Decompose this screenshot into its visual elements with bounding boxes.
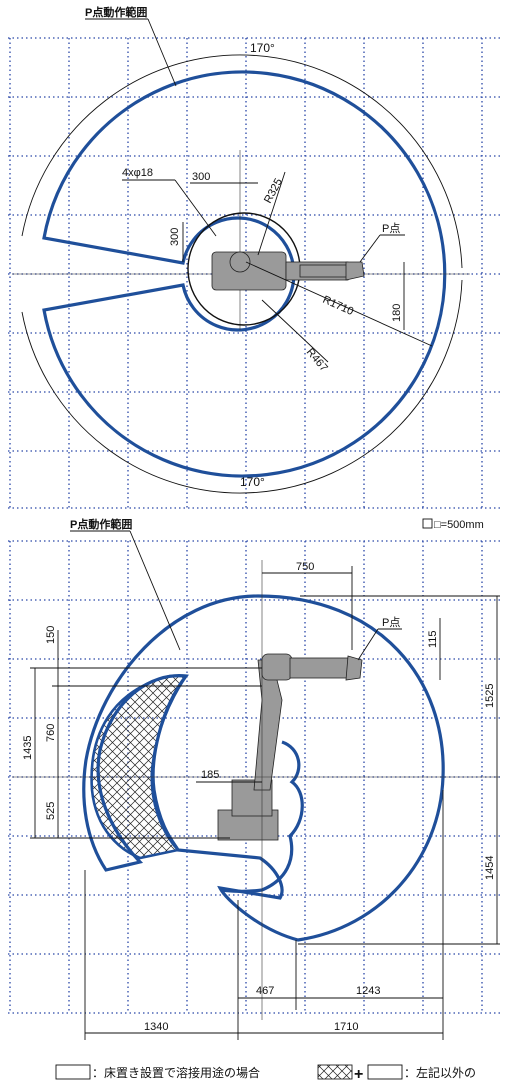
- top-r325-leader: [257, 171, 286, 256]
- scale-note: □=500mm: [434, 519, 484, 531]
- side-dim-750: 750: [296, 561, 314, 573]
- top-view: 170° 170° P点動作範囲 4xφ18 300 300 R325 P点: [8, 5, 502, 509]
- side-view: P点動作範囲 P点 750 115 1525 1454 150 760: [8, 517, 502, 1040]
- side-dim-150: 150: [45, 626, 57, 644]
- side-range-leader: [129, 530, 181, 651]
- side-dim-760: 760: [45, 724, 57, 742]
- top-r1710-leader: [245, 261, 433, 347]
- top-angle-top-label: 170°: [250, 41, 275, 55]
- legend-floor-text: ：床置き設置で溶接用途の場合: [92, 1065, 260, 1080]
- side-dim-185: 185: [201, 769, 219, 781]
- top-angle-arc-lower: [21, 279, 463, 494]
- legend-other-text: ：左記以外の: [404, 1065, 476, 1080]
- top-r467-leader: [261, 299, 329, 363]
- side-dim-1340: 1340: [144, 1021, 168, 1033]
- top-r1710: R1710: [321, 294, 355, 318]
- top-holes-label: 4xφ18: [122, 167, 153, 179]
- top-range-label: P点動作範囲: [85, 5, 147, 19]
- side-range-label: P点動作範囲: [70, 517, 132, 531]
- side-dim-1710: 1710: [334, 1021, 358, 1033]
- scale-square-icon: [422, 518, 433, 529]
- top-angle-bottom-label: 170°: [240, 475, 265, 489]
- top-p-leader: [359, 234, 381, 263]
- top-angle-arc-upper: [21, 54, 463, 269]
- side-outer-envelope: [82, 594, 445, 942]
- legend-blank-box-2-icon: [367, 1064, 403, 1080]
- top-r325: R325: [262, 177, 285, 206]
- legend-plus: +: [354, 1066, 363, 1083]
- legend-hatched-box-icon: [317, 1064, 353, 1080]
- side-dim-1435: 1435: [22, 736, 34, 760]
- side-dim-1525: 1525: [484, 684, 496, 708]
- legend-blank-box-icon: [55, 1064, 91, 1080]
- top-range-leader: [147, 18, 177, 87]
- side-dim-115: 115: [427, 630, 439, 648]
- side-dim-1243: 1243: [356, 985, 380, 997]
- legend: ：床置き設置で溶接用途の場合 + ：左記以外の: [55, 1064, 476, 1083]
- top-dim-300-v: 300: [169, 228, 181, 246]
- top-dim-180: 180: [391, 304, 403, 322]
- top-p-point: P点: [382, 222, 400, 235]
- top-robot-body: [211, 251, 365, 291]
- side-dim-1454: 1454: [484, 856, 496, 880]
- top-view-grid: [8, 37, 502, 509]
- side-p-leader: [357, 628, 379, 661]
- side-dim-467: 467: [256, 985, 274, 997]
- top-holes-leader: [174, 179, 217, 237]
- side-robot-body: [217, 653, 363, 841]
- side-dim-525: 525: [45, 802, 57, 820]
- side-inner-contour: [221, 740, 304, 893]
- side-p-point: P点: [382, 616, 400, 629]
- top-dim-300-h: 300: [192, 171, 210, 183]
